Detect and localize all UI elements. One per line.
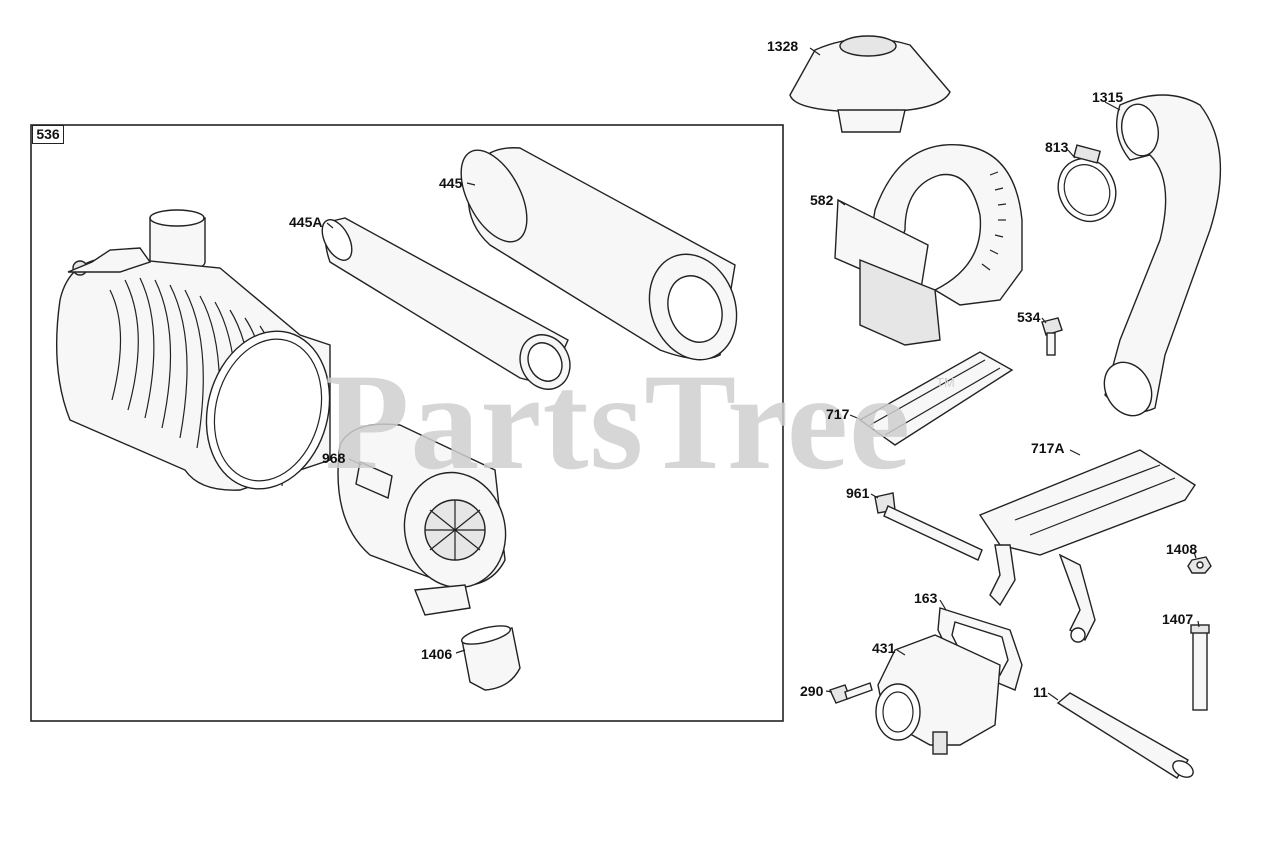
leader-lines [326,47,1200,701]
callout-445[interactable]: 445 [439,175,463,191]
callout-968[interactable]: 968 [322,450,346,466]
part-outer-filter-445[interactable] [448,140,751,372]
part-bracket-582[interactable] [834,143,1023,346]
callout-445A[interactable]: 445A [289,214,323,230]
callout-431[interactable]: 431 [872,640,896,656]
callout-582[interactable]: 582 [810,192,834,208]
callout-290[interactable]: 290 [800,683,824,699]
callout-1408[interactable]: 1408 [1166,541,1198,557]
part-plate-717[interactable] [858,351,1014,446]
callout-961[interactable]: 961 [846,485,870,501]
part-throttle-body-431[interactable] [875,634,1001,755]
assembly-label-536: 536 [32,125,64,144]
callout-717[interactable]: 717 [826,406,850,422]
part-bolt-290[interactable] [829,682,873,704]
part-valve-1406[interactable] [460,622,521,691]
part-tube-11[interactable] [1056,692,1196,781]
part-stud-961[interactable] [874,492,983,561]
part-air-cleaner-housing[interactable] [55,209,347,503]
callout-1328[interactable]: 1328 [767,38,799,54]
callout-11[interactable]: 11 [1033,684,1048,700]
callout-717A[interactable]: 717A [1031,440,1065,456]
watermark-trademark: TM [936,375,955,390]
assembly-box-536 [30,124,784,722]
callout-163[interactable]: 163 [914,590,938,606]
callout-813[interactable]: 813 [1045,139,1069,155]
part-nut-1408[interactable] [1187,556,1212,574]
watermark: PartsTree [325,345,912,498]
callout-534[interactable]: 534 [1017,309,1041,325]
part-hose-1315[interactable] [1095,94,1222,424]
part-clamp-813[interactable] [1048,144,1126,231]
part-bracket-717A[interactable] [978,449,1196,643]
part-bolt-534[interactable] [1041,317,1063,356]
callout-1406[interactable]: 1406 [421,646,453,662]
callout-1315[interactable]: 1315 [1092,89,1124,105]
callout-1407[interactable]: 1407 [1162,611,1194,627]
part-precleaner-1328[interactable] [789,35,951,133]
part-cover-968[interactable] [337,423,518,616]
part-inner-filter-445A[interactable] [316,215,579,398]
part-spacer-1407[interactable] [1190,624,1210,711]
